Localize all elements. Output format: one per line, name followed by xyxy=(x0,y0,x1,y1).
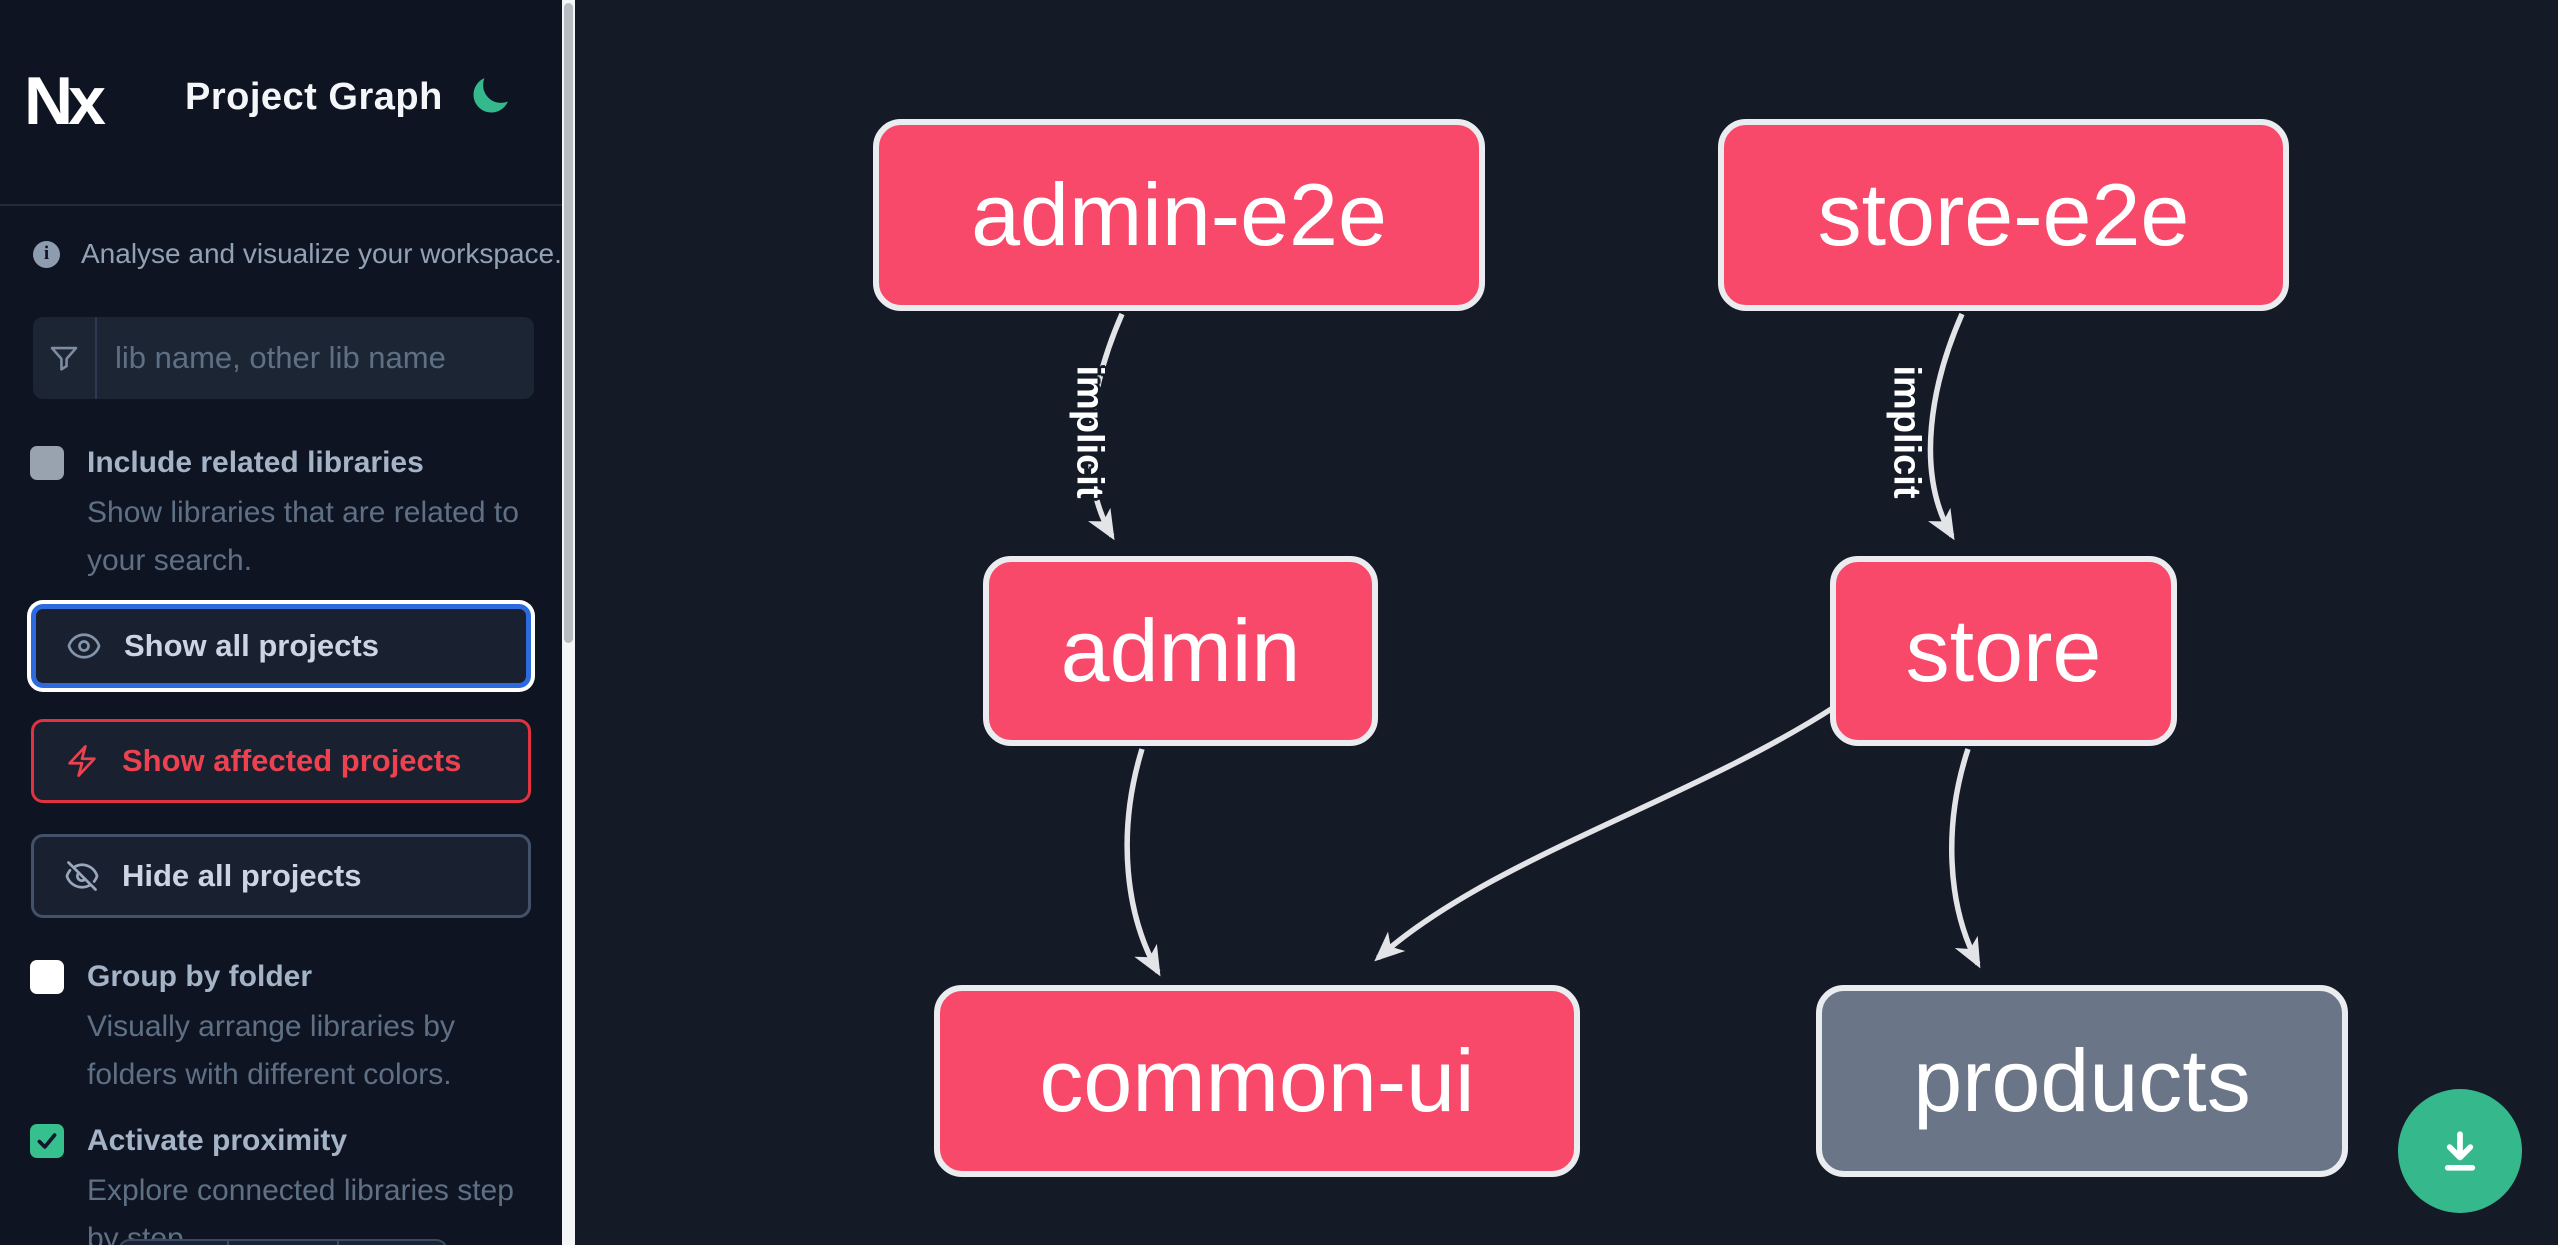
toggle-description: Show libraries that are related to your … xyxy=(87,496,519,577)
graph-node-admin[interactable]: admin xyxy=(983,556,1378,746)
edge-store-e2e-store xyxy=(1927,312,1965,541)
eye-slash-icon xyxy=(65,861,99,891)
edge-label-implicit: implicit xyxy=(1068,365,1111,499)
info-icon: i xyxy=(33,240,60,268)
sidebar-scrollbar-thumb[interactable] xyxy=(564,3,573,643)
toggle-description: Explore connected libraries step by step… xyxy=(87,1174,514,1245)
check-icon xyxy=(37,1133,57,1149)
search-input[interactable] xyxy=(97,317,534,399)
show-all-projects-label: Show all projects xyxy=(124,628,379,663)
proximity-stepper[interactable] xyxy=(118,1239,448,1245)
header-divider xyxy=(0,204,562,206)
graph-node-store-e2e[interactable]: store-e2e xyxy=(1718,119,2289,311)
proximity-increment-button[interactable] xyxy=(336,1241,446,1245)
download-icon xyxy=(2444,1131,2476,1171)
graph-node-products[interactable]: products xyxy=(1816,985,2348,1177)
edge-store-common-ui xyxy=(1374,703,1838,962)
proximity-value xyxy=(227,1241,336,1245)
toggle-label: Group by folder xyxy=(87,960,312,993)
eye-icon xyxy=(67,633,101,659)
edge-store-products xyxy=(1949,748,1981,969)
svg-text:Nx: Nx xyxy=(28,63,106,139)
proximity-decrement-button[interactable] xyxy=(120,1241,227,1245)
show-affected-projects-button[interactable]: Show affected projects xyxy=(31,719,531,803)
search-box xyxy=(33,317,534,399)
moon-icon xyxy=(473,78,508,113)
sidebar: Nx Project Graph i Analyse and visualize… xyxy=(0,0,562,1245)
toggle-include-related-libraries[interactable]: Include related libraries Show libraries… xyxy=(30,444,539,585)
toggle-description: Visually arrange libraries by folders wi… xyxy=(87,1010,455,1091)
graph-node-store[interactable]: store xyxy=(1830,556,2177,746)
toggle-label: Activate proximity xyxy=(87,1124,348,1157)
edge-admin-e2e-admin xyxy=(1087,312,1125,541)
funnel-icon xyxy=(33,317,97,399)
bolt-icon xyxy=(68,745,96,777)
toggle-label: Include related libraries xyxy=(87,446,424,479)
group-by-folder-checkbox[interactable] xyxy=(30,960,64,994)
workspace-tagline-row: i Analyse and visualize your workspace. xyxy=(33,238,562,270)
toggle-activate-proximity[interactable]: Activate proximity Explore connected lib… xyxy=(30,1122,539,1245)
nx-logo: Nx xyxy=(28,63,111,139)
show-all-projects-button[interactable]: Show all projects xyxy=(31,604,531,688)
hide-all-projects-label: Hide all projects xyxy=(122,858,362,893)
workspace-tagline: Analyse and visualize your workspace. xyxy=(81,238,562,269)
graph-node-admin-e2e[interactable]: admin-e2e xyxy=(873,119,1485,311)
theme-toggle-button[interactable] xyxy=(468,72,512,120)
activate-proximity-checkbox[interactable] xyxy=(30,1124,64,1158)
show-affected-projects-label: Show affected projects xyxy=(122,743,462,778)
graph-node-common-ui[interactable]: common-ui xyxy=(934,985,1580,1177)
edge-label-implicit: implicit xyxy=(1885,365,1928,499)
edge-admin-common-ui xyxy=(1124,748,1161,977)
toggle-group-by-folder[interactable]: Group by folder Visually arrange librari… xyxy=(30,958,539,1099)
hide-all-projects-button[interactable]: Hide all projects xyxy=(31,834,531,918)
sidebar-header: Nx Project Graph xyxy=(0,0,562,204)
sidebar-scrollbar[interactable] xyxy=(562,0,575,1245)
page-title: Project Graph xyxy=(185,76,443,118)
include-related-libraries-checkbox[interactable] xyxy=(30,446,64,480)
download-graph-button[interactable] xyxy=(2398,1089,2522,1213)
